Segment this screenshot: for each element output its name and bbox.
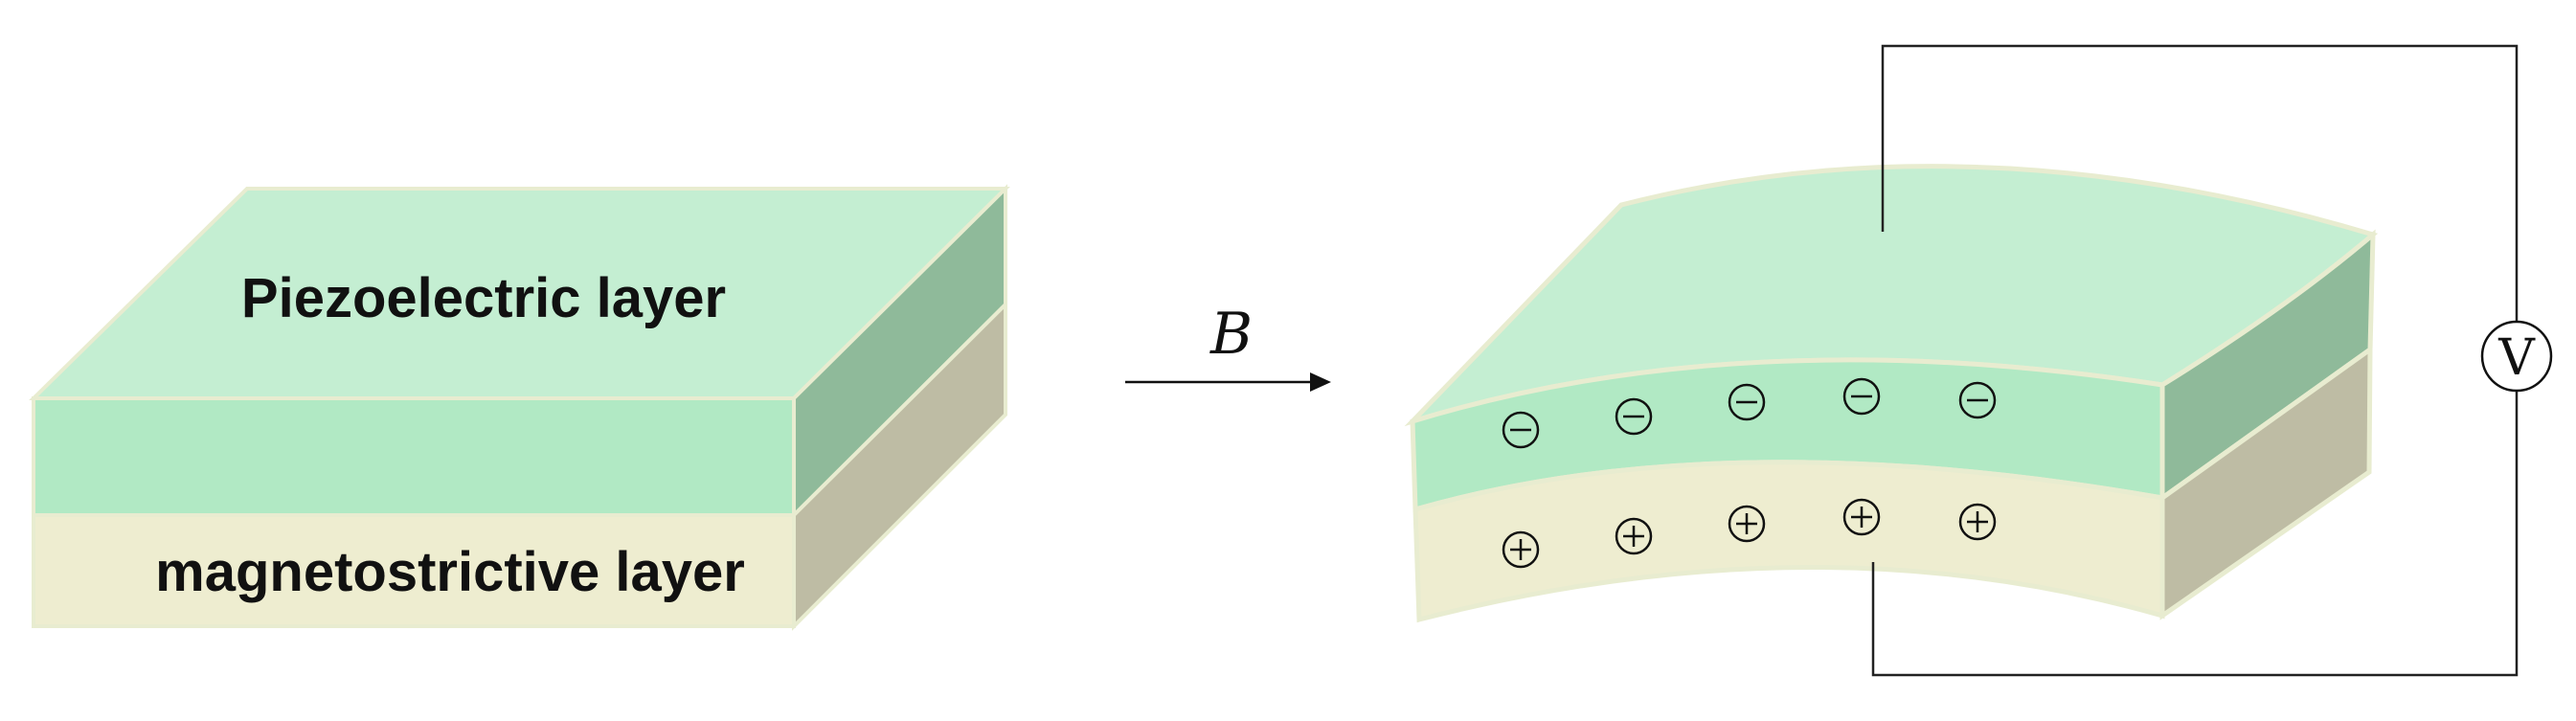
positive-charge [1502, 530, 1540, 569]
piezoelectric-layer-label: Piezoelectric layer [241, 267, 726, 329]
bent-bilayer-block [1404, 164, 2379, 623]
top-wire [1881, 44, 2519, 322]
bent-piezo-side-face [2159, 229, 2376, 503]
positive-charge [1728, 505, 1766, 543]
flat-magneto-front-face [32, 513, 796, 628]
bottom-wire [1871, 391, 2519, 677]
flat-bilayer-block: Piezoelectric layer magnetostrictive lay… [29, 184, 1010, 631]
voltmeter-label: V [2497, 329, 2536, 387]
negative-charge [1728, 383, 1766, 421]
measurement-circuit: V [1871, 44, 2553, 677]
flat-piezo-front-face [32, 396, 796, 517]
magnetostrictive-layer-label: magnetostrictive layer [155, 541, 745, 603]
bent-magneto-front-face [1412, 460, 2165, 623]
field-arrowhead-icon [1310, 372, 1331, 392]
positive-charge [1615, 517, 1653, 555]
positive-charge [1958, 503, 1997, 541]
magnetic-field-indicator: B [1125, 301, 1331, 392]
positive-charge [1842, 498, 1881, 536]
negative-charge [1502, 411, 1540, 449]
positive-charges [1502, 498, 1997, 569]
voltmeter-icon [2480, 320, 2553, 393]
negative-charge [1958, 381, 1997, 419]
field-label-b: B [1209, 301, 1253, 368]
negative-charge [1842, 377, 1881, 416]
voltmeter: V [2480, 320, 2553, 393]
negative-charges [1502, 377, 1997, 449]
negative-charge [1615, 397, 1653, 436]
